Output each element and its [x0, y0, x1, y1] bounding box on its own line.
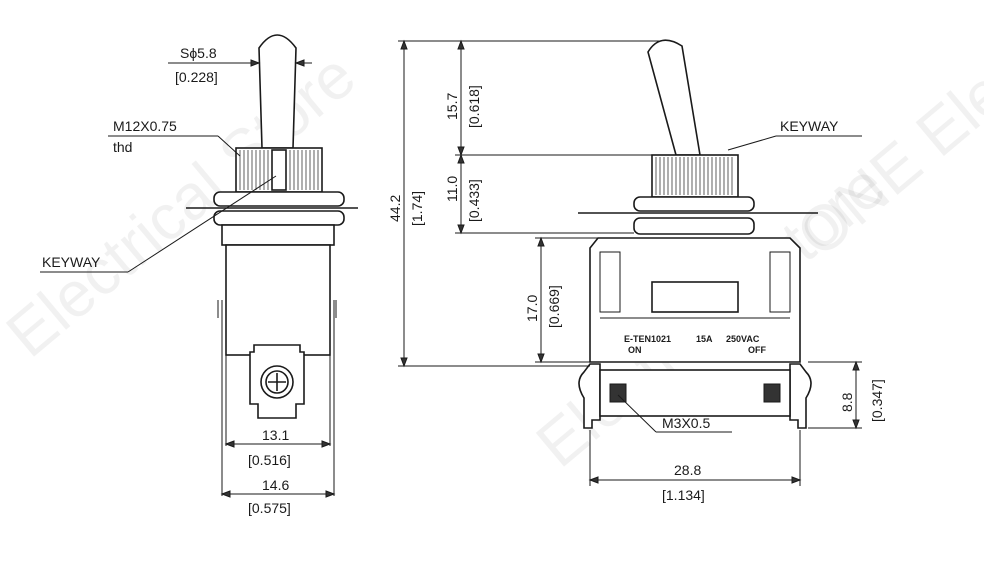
- body-height-value: 17.0: [524, 295, 540, 322]
- lever-diameter-value: Sϕ5.8: [180, 45, 217, 61]
- body-width-value: 28.8: [674, 462, 701, 478]
- screw-label: M3X0.5: [662, 415, 710, 431]
- lever: [258, 34, 297, 149]
- right-front-view: E-TEN1021 15A 250VAC ON OFF M3X0.5 KEYWA…: [387, 39, 885, 503]
- screw-right: [763, 383, 781, 403]
- lower-nut: [213, 210, 345, 226]
- keyway-label-right: KEYWAY: [780, 118, 839, 134]
- bushing-height-value: 11.0: [444, 176, 460, 202]
- keyway-label-left: KEYWAY: [42, 254, 101, 270]
- terminal-height-inch: [0.347]: [869, 379, 885, 422]
- body-voltage-text: 250VAC: [726, 334, 760, 344]
- upper-nut-front: [633, 196, 755, 212]
- thread-label: M12X0.75: [113, 118, 177, 134]
- left-side-view: 13.1 [0.516] 14.6 [0.575] Sϕ5.8 [0.228] …: [40, 34, 358, 516]
- threaded-bushing-front: [651, 154, 739, 198]
- lever-height-inch: [0.618]: [466, 85, 482, 128]
- total-height-inch: [1.74]: [409, 191, 425, 226]
- body-height-inch: [0.669]: [546, 285, 562, 328]
- rocker-window: [651, 281, 739, 313]
- thread-hatching-front: [655, 157, 733, 195]
- switch-housing: [225, 244, 331, 356]
- terminal-right: [789, 363, 812, 429]
- inner-width-value: 13.1: [262, 427, 289, 443]
- inner-width-inch: [0.516]: [248, 452, 291, 468]
- bushing-height-inch: [0.433]: [466, 179, 482, 222]
- terminal-base: [599, 369, 791, 417]
- lower-nut-front: [633, 217, 755, 235]
- outer-width-inch: [0.575]: [248, 500, 291, 516]
- terminal-height-value: 8.8: [839, 392, 855, 412]
- body-current-text: 15A: [696, 334, 713, 344]
- lever-tilted: [647, 39, 701, 156]
- outer-width-value: 14.6: [262, 477, 289, 493]
- total-height-value: 44.2: [387, 195, 403, 222]
- body-width-inch: [1.134]: [662, 487, 705, 503]
- terminal-left: [578, 363, 601, 429]
- body-on-text: ON: [628, 345, 642, 355]
- body-model-text: E-TEN1021: [624, 334, 671, 344]
- watermark: Electrical Store Electrical Store ONE El…: [0, 0, 984, 481]
- lever-height-value: 15.7: [444, 93, 460, 120]
- screw-left: [609, 383, 627, 403]
- watermark-text: ONE Electrical Store: [783, 0, 984, 271]
- keyway-slot: [271, 149, 287, 191]
- body-off-text: OFF: [748, 345, 766, 355]
- thread-hatching: [239, 150, 319, 190]
- switch-body: [221, 224, 335, 246]
- thread-sub-label: thd: [113, 139, 132, 155]
- lever-diameter-inch: [0.228]: [175, 69, 218, 85]
